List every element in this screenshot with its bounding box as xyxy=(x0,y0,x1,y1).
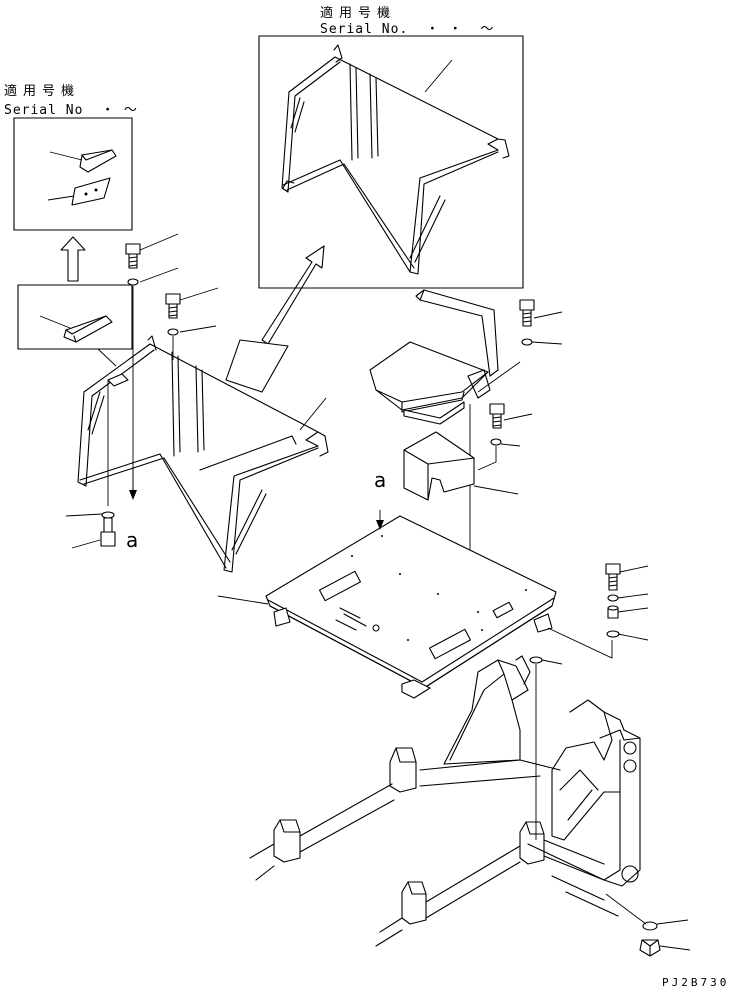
nut-set-lower-right xyxy=(606,894,690,956)
bolt-set-seat xyxy=(478,300,562,470)
reference-mark-a-left: a xyxy=(126,528,139,552)
top-box-jp-label: 適用号機 xyxy=(320,6,397,21)
arrow-diagonal-icon xyxy=(226,246,324,392)
floor-plate xyxy=(218,510,556,698)
operator-seat xyxy=(370,290,520,580)
base-frame xyxy=(250,656,640,946)
arrow-down-icon xyxy=(129,468,137,500)
arrow-up-icon xyxy=(61,237,85,281)
left-box-jp-label: 適用号機 xyxy=(4,84,81,99)
bolt-set-right xyxy=(530,564,648,840)
bolt-set-lower-left xyxy=(66,512,115,548)
left-box-serial-label: Serial No ・ ～ xyxy=(4,103,138,118)
reference-mark-a-floor: a xyxy=(374,468,387,492)
seat-bracket xyxy=(404,432,518,500)
left-serial-box xyxy=(14,118,132,230)
guard-rail-left xyxy=(78,336,328,572)
top-box-serial-label: Serial No. ・ ・ ～ xyxy=(320,22,495,37)
bolt-set-left xyxy=(108,234,218,506)
cushion-detail-box xyxy=(18,285,132,366)
drawing-code: PJ2B730 xyxy=(662,976,730,989)
top-serial-box xyxy=(259,36,523,288)
